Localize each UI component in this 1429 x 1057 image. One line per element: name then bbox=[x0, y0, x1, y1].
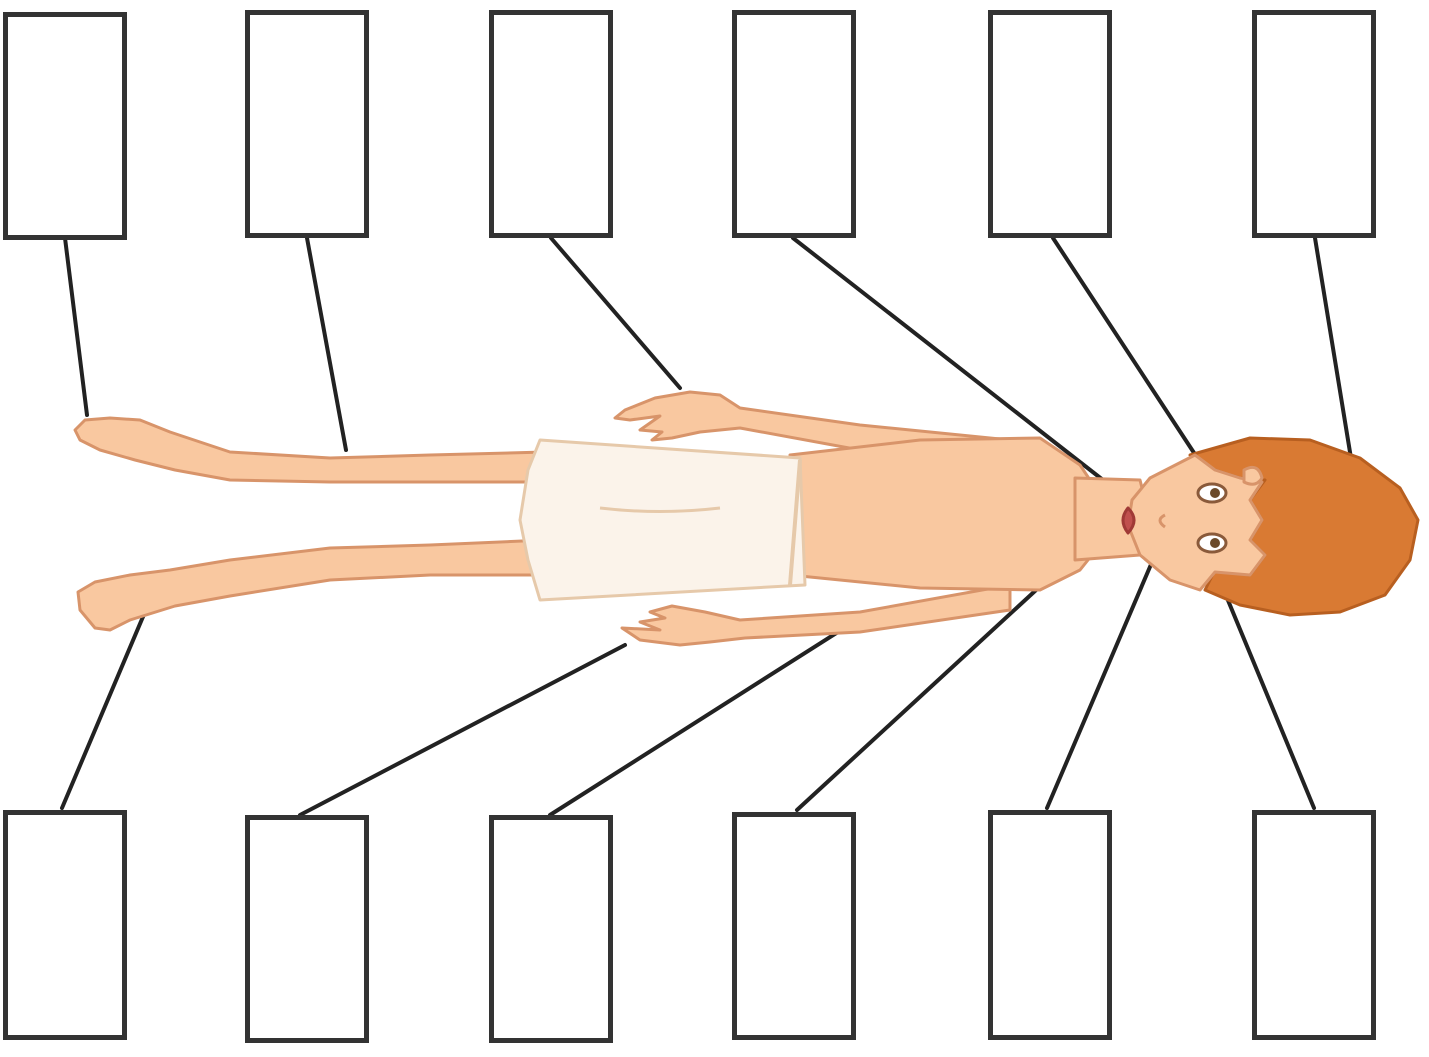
label-box-bottom-4[interactable] bbox=[732, 812, 856, 1040]
label-box-bottom-2[interactable] bbox=[245, 815, 369, 1043]
label-box-top-2[interactable] bbox=[245, 10, 369, 238]
label-box-top-3[interactable] bbox=[489, 10, 613, 238]
label-box-bottom-3[interactable] bbox=[489, 815, 613, 1043]
label-box-top-6[interactable] bbox=[1252, 10, 1376, 238]
label-box-bottom-6[interactable] bbox=[1252, 810, 1376, 1040]
label-box-top-1[interactable] bbox=[3, 12, 127, 240]
label-box-top-4[interactable] bbox=[732, 10, 856, 238]
label-box-bottom-5[interactable] bbox=[988, 810, 1112, 1040]
label-box-top-5[interactable] bbox=[988, 10, 1112, 238]
label-box-bottom-1[interactable] bbox=[3, 810, 127, 1040]
